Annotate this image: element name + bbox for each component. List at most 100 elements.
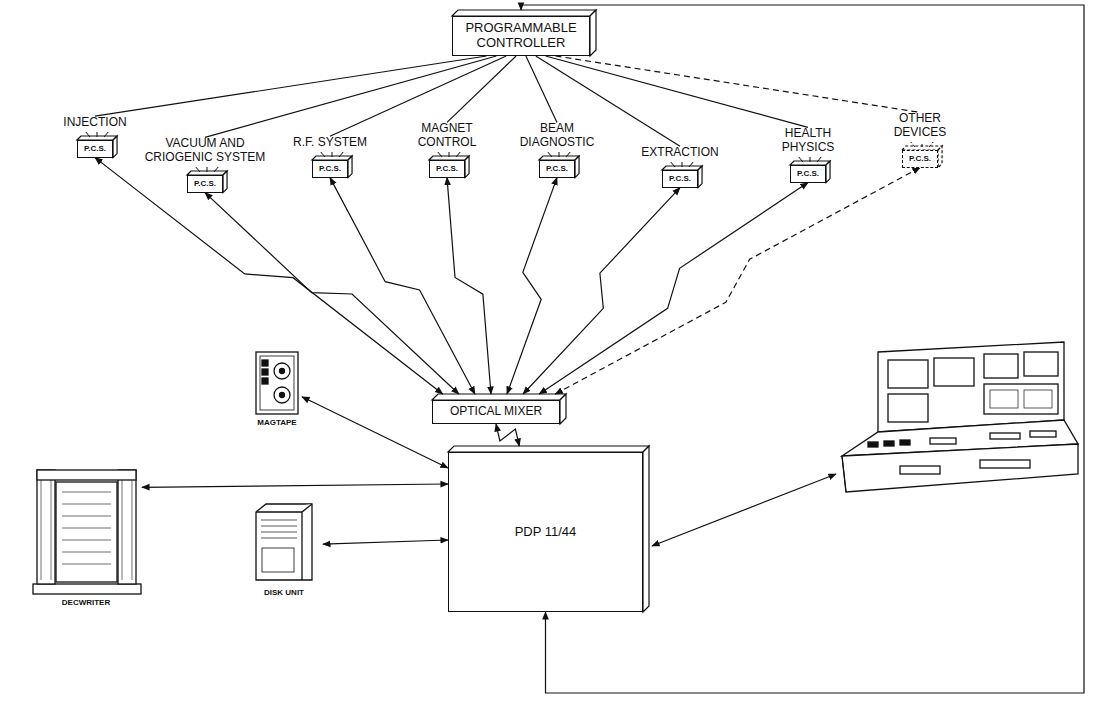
signal-tick (456, 152, 460, 157)
subsystem-label: HEALTH PHYSICS (763, 127, 853, 155)
optical-link (496, 424, 519, 446)
box-side-face (575, 156, 579, 178)
optical-link (95, 158, 443, 394)
signal-tick (321, 152, 325, 157)
signal-tick (682, 162, 683, 167)
signal-tick (339, 152, 343, 157)
decwriter-unit: DECWRITER (30, 466, 142, 608)
console-link (652, 474, 836, 546)
subsystem-node: OTHER DEVICES P.C.S. (875, 112, 965, 167)
pcs-box: P.C.S. (902, 150, 938, 168)
connector (546, 56, 808, 127)
subsystem-label: BEAM DIAGNOSTIC (507, 122, 607, 150)
subsystem-node: INJECTION P.C.S. (45, 116, 145, 157)
pcs-text: P.C.S. (436, 164, 458, 174)
subsystem-node: VACUUM AND CRIOGENIC SYSTEM P.C.S. (135, 137, 275, 192)
signal-tick (548, 152, 552, 157)
signal-tick (438, 152, 442, 157)
pcs-box: P.C.S. (790, 165, 826, 183)
console-drawing (842, 342, 1078, 492)
box-side-face (223, 171, 227, 193)
connector (556, 56, 921, 112)
signal-tick (207, 167, 208, 172)
box-side-face (465, 156, 469, 178)
controller-box: PROGRAMMABLE CONTROLLER (452, 16, 590, 56)
signal-tick (810, 157, 811, 162)
pcs-text: P.C.S. (797, 169, 819, 179)
signal-tick (86, 132, 90, 137)
signal-tick (332, 152, 333, 157)
optical-link (555, 168, 920, 394)
connector (330, 56, 506, 136)
pcs-text: P.C.S. (669, 174, 691, 184)
pcs-text: P.C.S. (319, 164, 341, 174)
signal-tick (97, 132, 98, 137)
connector (95, 56, 487, 116)
optical-link (523, 188, 680, 394)
signal-tick (559, 152, 560, 157)
box-text: PROGRAMMABLE CONTROLLER (461, 21, 581, 51)
magtape-unit: MAGTAPE (252, 350, 302, 428)
box-side-face (560, 394, 566, 424)
connector (142, 484, 448, 487)
signal-tick (689, 162, 693, 167)
signal-tick (799, 157, 803, 162)
computer-box: PDP 11/44 (448, 452, 643, 612)
decwriter-drawing (33, 470, 141, 594)
device-label: DISK UNIT (264, 588, 304, 598)
pcs-box: P.C.S. (187, 175, 223, 193)
signal-tick (196, 167, 200, 172)
pcs-text: P.C.S. (84, 144, 106, 154)
subsystem-node: MAGNET CONTROL P.C.S. (402, 122, 492, 177)
box-side-face (113, 136, 117, 158)
box-side-face (698, 166, 702, 188)
optical-link (507, 178, 557, 394)
device-label: DECWRITER (62, 598, 110, 608)
signal-tick (566, 152, 570, 157)
optical-link (447, 178, 491, 394)
signal-tick (104, 132, 108, 137)
connector (447, 56, 516, 122)
subsystem-label: MAGNET CONTROL (402, 122, 492, 150)
connector (302, 397, 448, 468)
signal-tick (922, 142, 923, 147)
connector (323, 540, 448, 544)
optical-link (330, 178, 475, 394)
subsystem-label: OTHER DEVICES (875, 112, 965, 140)
pcs-box: P.C.S. (539, 160, 575, 178)
pcs-box: P.C.S. (312, 160, 348, 178)
subsystem-label: EXTRACTION (630, 146, 730, 160)
device-label: MAGTAPE (257, 418, 296, 428)
pcs-text: P.C.S. (909, 154, 931, 164)
box-side-face (938, 146, 942, 168)
box-text: PDP 11/44 (515, 525, 577, 540)
disk-unit-drawing (256, 504, 312, 580)
box-side-face (348, 156, 352, 178)
signal-tick (449, 152, 450, 157)
signal-tick (817, 157, 821, 162)
box-side-face (826, 161, 830, 183)
subsystem-label: INJECTION (45, 116, 145, 130)
subsystem-node: HEALTH PHYSICS P.C.S. (763, 127, 853, 182)
pcs-text: P.C.S. (546, 164, 568, 174)
box-text: OPTICAL MIXER (450, 405, 542, 419)
subsystem-node: BEAM DIAGNOSTIC P.C.S. (507, 122, 607, 177)
magtape-drawing (256, 352, 298, 414)
pcs-box: P.C.S. (662, 170, 698, 188)
signal-tick (911, 142, 915, 147)
signal-tick (929, 142, 933, 147)
pcs-box: P.C.S. (429, 160, 465, 178)
subsystem-node: R.F. SYSTEM P.C.S. (285, 136, 375, 177)
optical-link (539, 183, 808, 394)
box-side-face (590, 10, 596, 56)
box-side-face (643, 446, 649, 612)
pcs-text: P.C.S. (194, 179, 216, 189)
disk-unit: DISK UNIT (245, 500, 323, 598)
optical-mixer-box: OPTICAL MIXER (432, 400, 560, 424)
subsystem-label: VACUUM AND CRIOGENIC SYSTEM (135, 137, 275, 165)
pcs-box: P.C.S. (77, 140, 113, 158)
subsystem-label: R.F. SYSTEM (285, 136, 375, 150)
signal-tick (214, 167, 218, 172)
subsystem-node: EXTRACTION P.C.S. (630, 146, 730, 187)
